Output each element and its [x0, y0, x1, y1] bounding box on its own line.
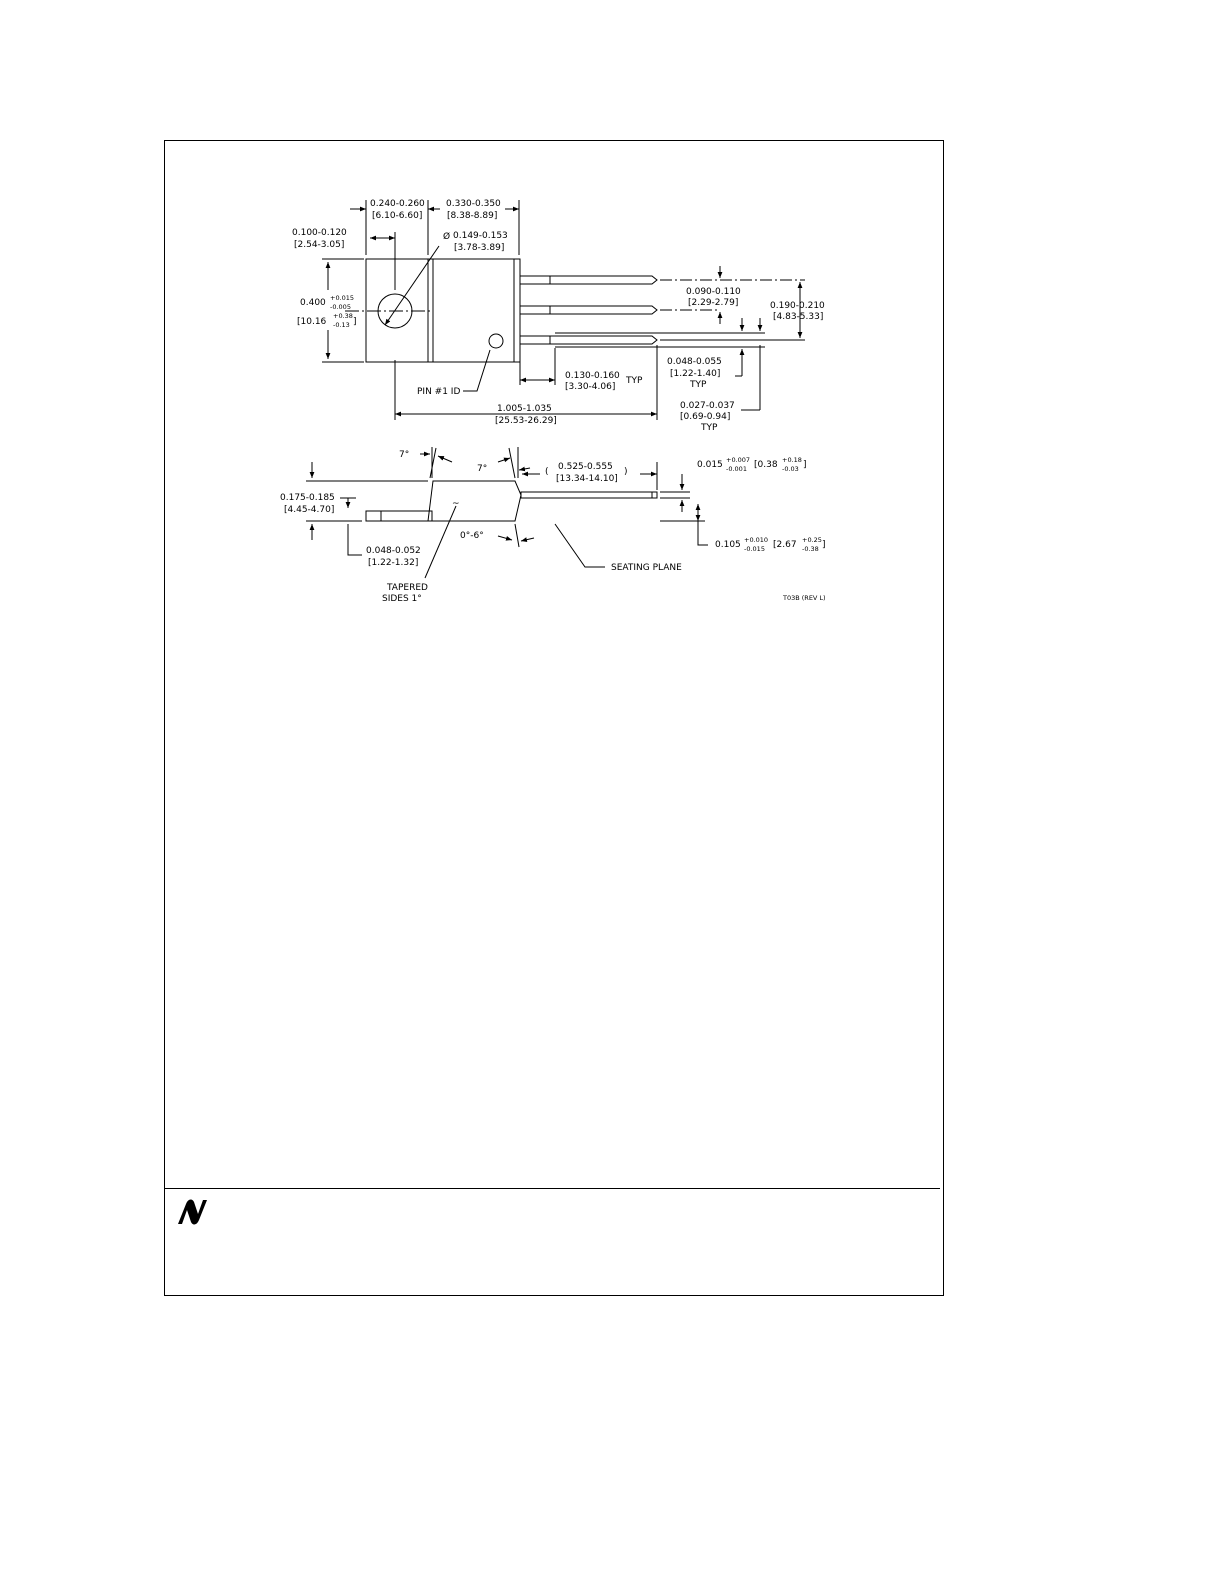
height-mm-close: ] — [353, 317, 357, 327]
seating-plane-leader — [554, 523, 605, 568]
top-view: 0.240-0.260 [6.10-6.60] 0.330-0.350 [8.3… — [292, 199, 825, 433]
standoff-mm-tol-minus: -0.38 — [802, 545, 819, 553]
lead-thick-mm-open: [0.38 — [754, 460, 778, 470]
tab-width-mm-label: [6.10-6.60] — [372, 211, 422, 221]
lead-wide-typ-label: TYP — [689, 380, 707, 390]
tapered-label-1: TAPERED — [386, 583, 428, 593]
shoulder-len-mm-label: [3.30-4.06] — [565, 382, 615, 392]
lead-wide-label: 0.048-0.055 — [667, 357, 722, 367]
standoff-mm-open: [2.67 — [773, 540, 797, 550]
shoulder-typ-label: TYP — [625, 376, 643, 386]
lead-len-label: 0.525-0.555 — [558, 462, 613, 472]
pin1-label: PIN #1 ID — [417, 387, 460, 397]
standoff-tol-plus: +0.010 — [744, 536, 768, 544]
body-side-outline — [427, 480, 522, 522]
body-length-label: 0.330-0.350 — [446, 199, 501, 209]
lead-thick-mm-close: ] — [803, 460, 807, 470]
seating-plane-label: SEATING PLANE — [611, 563, 682, 573]
lead-middle — [520, 305, 658, 315]
lead-len-close-paren: ) — [624, 467, 628, 477]
lead-len-open-paren: ( — [545, 467, 549, 477]
pitch-mm-label: [2.29-2.79] — [688, 298, 738, 308]
shoulder-len-label: 0.130-0.160 — [565, 371, 620, 381]
tab-width-label: 0.240-0.260 — [370, 199, 425, 209]
hole-dia-label: 0.149-0.153 — [453, 231, 508, 241]
lead-span-label: 0.190-0.210 — [770, 301, 825, 311]
tab-thick-mm-label: [1.22-1.32] — [368, 558, 418, 568]
tapered-label-2: SIDES 1° — [382, 594, 422, 604]
package-body-outline — [365, 258, 521, 363]
lead-len-mm-label: [13.34-14.10] — [556, 474, 618, 484]
national-semiconductor-logo-icon — [178, 1199, 207, 1225]
pin1-leader — [463, 349, 491, 392]
lead-wide-mm-label: [1.22-1.40] — [670, 369, 720, 379]
hole-dia-symbol: Ø — [443, 231, 450, 242]
standoff-mm-close: ] — [822, 540, 826, 550]
height-mm-tol-plus: +0.38 — [333, 312, 353, 320]
lead-span-mm-label: [4.83-5.33] — [773, 312, 823, 322]
height-tol-plus: +0.015 — [330, 294, 354, 302]
lead-bottom — [520, 335, 658, 345]
height-mm-tol-minus: -0.13 — [333, 321, 350, 329]
angle-left-label: 7° — [399, 450, 409, 460]
pitch-label: 0.090-0.110 — [686, 287, 741, 297]
body-height-mm-label: [4.45-4.70] — [284, 505, 334, 515]
lead-narrow-label: 0.027-0.037 — [680, 401, 735, 411]
lead-narrow-mm-label: [0.69-0.94] — [680, 412, 730, 422]
standoff-nominal: 0.105 — [715, 540, 741, 550]
standoff-leader — [697, 521, 708, 546]
tab-thick-label: 0.048-0.052 — [366, 546, 421, 556]
footer-divider — [164, 1188, 940, 1189]
lead-thick-mm-tol-plus: +0.18 — [782, 456, 802, 464]
lead-side-outline — [520, 491, 658, 499]
overall-len-mm-label: [25.53-26.29] — [495, 416, 557, 426]
tapered-leader — [424, 505, 457, 579]
tilde-mark: ~ — [452, 499, 460, 509]
hole-dia-mm-label: [3.78-3.89] — [454, 243, 504, 253]
height-nominal-label: 0.400 — [300, 298, 326, 308]
lead-narrow-typ-label: TYP — [700, 423, 718, 433]
lead-thick-tol-plus: +0.007 — [726, 456, 750, 464]
lead-thick-nominal: 0.015 — [697, 460, 723, 470]
body-height-label: 0.175-0.185 — [280, 493, 335, 503]
angle-right-label: 7° — [477, 464, 487, 474]
lead-thick-mm-tol-minus: -0.03 — [782, 465, 799, 473]
tab-thick-leader — [347, 524, 362, 556]
side-view: ~ 7° 7° ( 0.525-0.555 ) [13.34-14.10] 0.… — [280, 447, 826, 604]
body-length-mm-label: [8.38-8.89] — [447, 211, 497, 221]
page-frame — [164, 140, 944, 1296]
standoff-mm-tol-plus: +0.25 — [802, 536, 822, 544]
overall-len-label: 1.005-1.035 — [497, 404, 552, 414]
drawing-ref-label: T03B (REV L) — [782, 594, 826, 602]
height-mm-open: [10.16 — [297, 317, 327, 327]
tab-side-outline — [365, 510, 433, 522]
lead-top — [520, 275, 658, 285]
hole-offset-mm-label: [2.54-3.05] — [294, 240, 344, 250]
pin1-indicator — [488, 333, 504, 349]
height-tol-minus: -0.005 — [330, 303, 351, 311]
lead-thick-tol-minus: -0.001 — [726, 465, 747, 473]
hole-offset-label: 0.100-0.120 — [292, 228, 347, 238]
standoff-tol-minus: -0.015 — [744, 545, 765, 553]
draft-angle-label: 0°-6° — [460, 531, 484, 541]
